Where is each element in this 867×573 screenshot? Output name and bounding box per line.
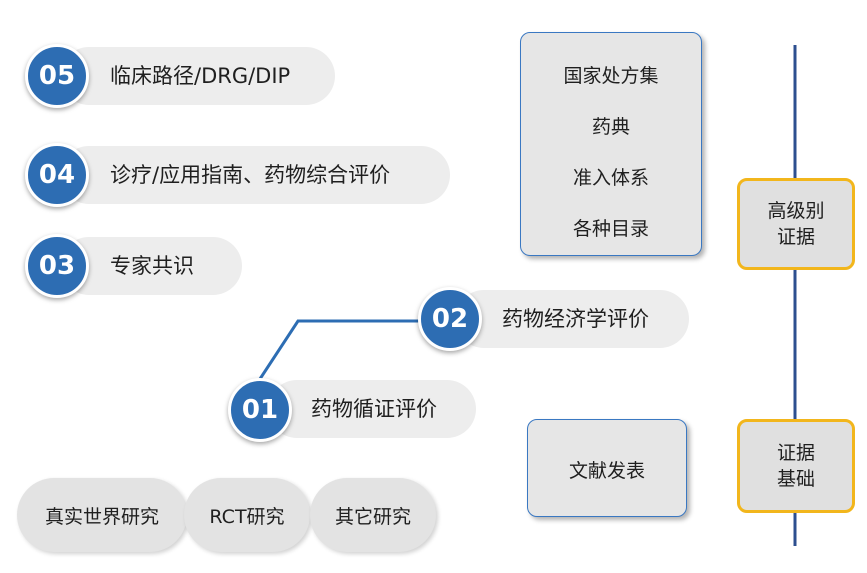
literature-box: 文献发表 (527, 419, 687, 517)
level-01-label: 药物循证评价 (311, 397, 437, 421)
level-02-pill (455, 290, 689, 348)
evidence-base-line2: 基础 (776, 468, 815, 490)
high-evidence-box: 高级别 证据 (737, 178, 855, 270)
connector-01-02 (256, 319, 448, 383)
level-04-pill (60, 146, 450, 204)
level-01-pill (268, 380, 476, 438)
level-05-pill (60, 47, 335, 105)
authority-item: 药典 (591, 116, 630, 138)
literature-label: 文献发表 (568, 460, 645, 482)
level-04-badge: 04 (25, 143, 89, 207)
level-05-badge: 05 (25, 44, 89, 108)
high-evidence-line2: 证据 (776, 226, 815, 248)
level-03-pill (60, 237, 242, 295)
level-05-label: 临床路径/DRG/DIP (110, 64, 291, 88)
level-03-label: 专家共识 (110, 254, 194, 278)
authority-item: 国家处方集 (563, 65, 659, 87)
authority-item: 各种目录 (572, 218, 649, 240)
high-evidence-line1: 高级别 (767, 200, 825, 222)
level-04-label: 诊疗/应用指南、药物综合评价 (110, 163, 391, 187)
level-02-label: 药物经济学评价 (502, 307, 649, 331)
level-01-badge: 01 (228, 378, 292, 442)
authority-item: 准入体系 (572, 167, 649, 189)
study-real-world: 真实世界研究 (17, 478, 187, 552)
level-02-badge: 02 (418, 287, 482, 351)
level-03-badge: 03 (25, 234, 89, 298)
authority-box: 国家处方集 药典 准入体系 各种目录 (520, 32, 702, 256)
study-rct: RCT研究 (184, 478, 310, 552)
study-other: 其它研究 (310, 478, 436, 552)
evidence-base-box: 证据 基础 (737, 419, 855, 513)
evidence-base-line1: 证据 (776, 442, 815, 464)
